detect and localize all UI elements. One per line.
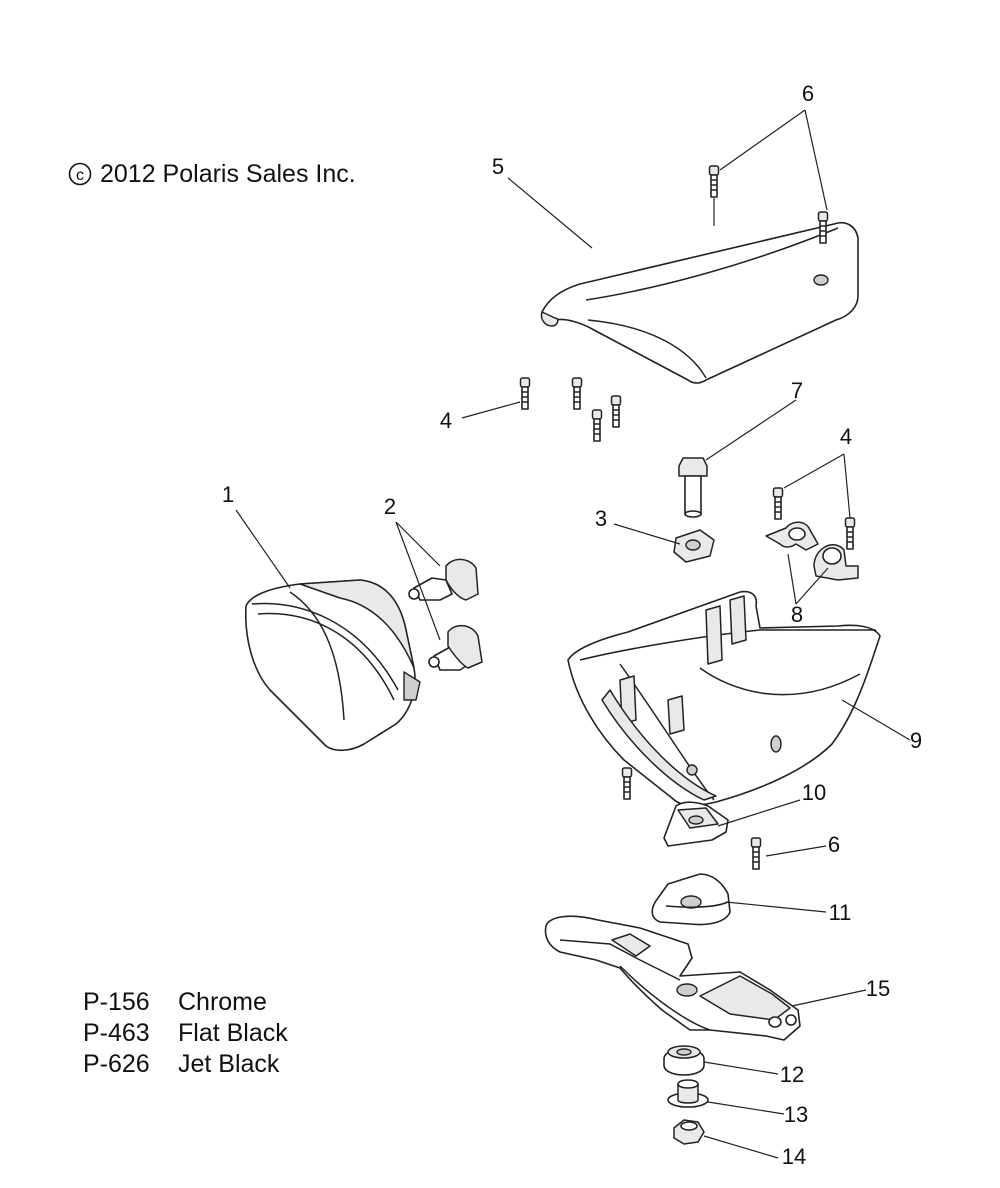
- leader-lines: [235, 109, 911, 1159]
- part-13-bushing: [667, 1079, 709, 1108]
- callout-10: 10: [802, 780, 826, 805]
- part-10-mount: [663, 801, 729, 847]
- copyright-symbol-icon: [68, 162, 92, 186]
- copyright-text: 2012 Polaris Sales Inc.: [100, 160, 356, 188]
- callout-11: 11: [829, 900, 852, 925]
- color-code: P-626: [83, 1050, 150, 1078]
- copyright-notice: c 2012 Polaris Sales Inc.: [68, 160, 356, 188]
- housing-screw: [621, 767, 633, 800]
- callout-12: 12: [780, 1062, 804, 1087]
- color-codes-legend: P-156 Chrome P-463 Flat Black P-626 Jet …: [83, 988, 288, 1078]
- copyright-symbol: c: [76, 167, 84, 184]
- part-11-plate: [651, 873, 731, 926]
- color-name: Jet Black: [178, 1050, 280, 1078]
- callout-2: 2: [384, 494, 396, 519]
- part-6-bolt-lower: [750, 837, 762, 870]
- callout-numbers: 6 5 4 7 4 1 2 3 8 9 10 6 11 15 12 13 14: [222, 81, 922, 1169]
- part-8-clamps: [765, 521, 859, 581]
- callout-14: 14: [782, 1144, 806, 1169]
- color-name: Flat Black: [178, 1019, 288, 1047]
- part-7-bolt: [678, 457, 708, 518]
- part-14-nut: [673, 1119, 705, 1145]
- callout-13: 13: [784, 1102, 808, 1127]
- callout-9: 9: [910, 728, 922, 753]
- part-1-headlight: [244, 579, 421, 752]
- callout-5: 5: [492, 154, 504, 179]
- callout-1: 1: [222, 482, 234, 507]
- part-5-headlight-cover: [540, 198, 859, 384]
- part-4-bolts: [519, 377, 622, 442]
- color-code: P-156: [83, 988, 150, 1016]
- part-9-housing: [567, 590, 881, 807]
- part-2-bulbs: [408, 558, 483, 671]
- callout-3: 3: [595, 506, 607, 531]
- callout-4: 4: [440, 408, 452, 433]
- color-name: Chrome: [178, 988, 267, 1016]
- callout-7: 7: [791, 378, 803, 403]
- callout-6: 6: [802, 81, 814, 106]
- callout-8: 8: [791, 602, 803, 627]
- part-15-bracket: [544, 915, 801, 1041]
- callout-6: 6: [828, 832, 840, 857]
- callout-15: 15: [866, 976, 890, 1001]
- callout-4: 4: [840, 424, 852, 449]
- color-code: P-463: [83, 1019, 150, 1047]
- part-12-grommet: [663, 1045, 705, 1076]
- part-3-nut: [673, 529, 715, 563]
